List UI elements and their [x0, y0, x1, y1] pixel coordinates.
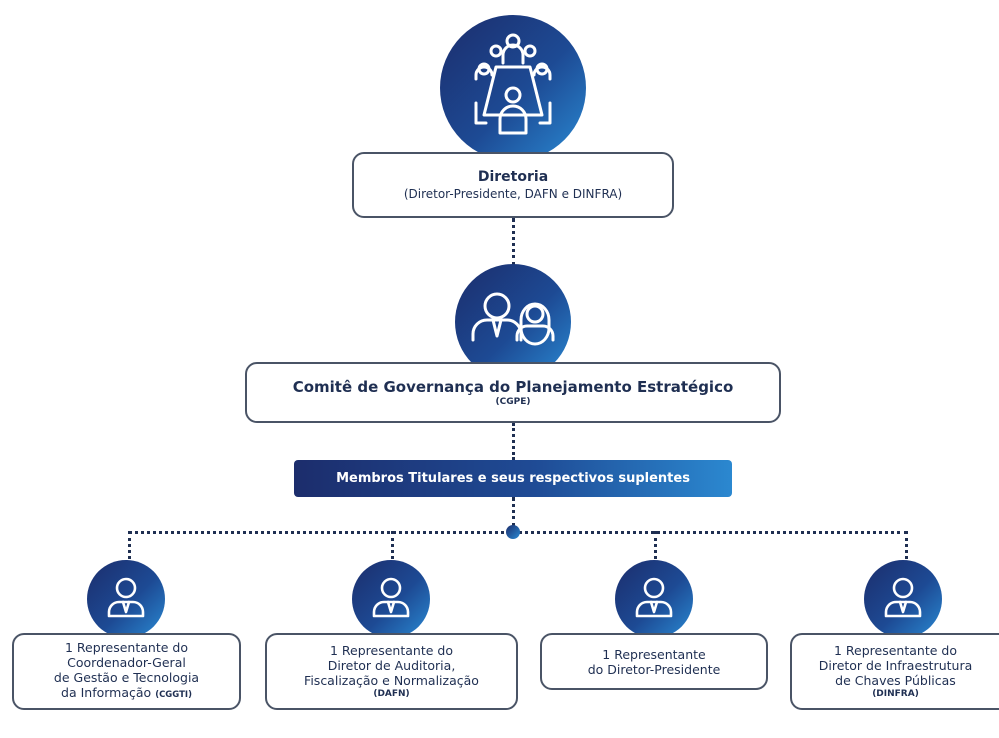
comite-box: Comitê de Governança do Planejamento Est… — [245, 362, 781, 423]
member-abbr: (DINFRA) — [872, 689, 919, 699]
member-abbr: (CGGTI) — [155, 690, 192, 700]
committee-members-icon — [455, 264, 571, 380]
connector-member-1 — [128, 531, 131, 559]
members-banner: Membros Titulares e seus respectivos sup… — [294, 460, 732, 497]
connector-comite-banner — [512, 423, 515, 460]
member-line: da Informação (CGGTI) — [61, 685, 192, 703]
member-line: Coordenador-Geral — [67, 655, 186, 670]
connector-diretoria-comite — [512, 218, 515, 266]
person-icon — [864, 560, 942, 638]
comite-title: Comitê de Governança do Planejamento Est… — [292, 377, 734, 396]
connector-member-2 — [391, 531, 394, 559]
member-line: 1 Representante do — [834, 643, 957, 658]
person-icon — [87, 560, 165, 638]
diretoria-title: Diretoria — [477, 169, 549, 185]
member-box-dafn: 1 Representante do Diretor de Auditoria,… — [265, 633, 518, 710]
member-line-text: da Informação — [61, 685, 152, 700]
member-line: 1 Representante do — [65, 640, 188, 655]
member-line: do Diretor-Presidente — [587, 661, 721, 677]
comite-subtitle: (CGPE) — [495, 396, 531, 407]
person-icon — [352, 560, 430, 638]
member-line: Diretor de Infraestrutura — [818, 658, 973, 673]
connector-member-4 — [905, 531, 908, 559]
member-box-cggti: 1 Representante do Coordenador-Geral de … — [12, 633, 241, 710]
member-line: Diretor de Auditoria, — [327, 658, 456, 673]
member-line: Fiscalização e Normalização — [304, 673, 479, 688]
person-icon — [615, 560, 693, 638]
diretoria-box: Diretoria (Diretor-Presidente, DAFN e DI… — [352, 152, 674, 218]
member-line: 1 Representante — [602, 646, 706, 662]
member-line: 1 Representante do — [330, 643, 453, 658]
diretoria-subtitle: (Diretor-Presidente, DAFN e DINFRA) — [403, 187, 623, 201]
member-box-dinfra: 1 Representante do Diretor de Infraestru… — [790, 633, 999, 710]
board-meeting-icon — [440, 15, 586, 161]
member-abbr: (DAFN) — [373, 689, 410, 699]
connector-member-3 — [654, 531, 657, 559]
member-line: de Gestão e Tecnologia — [53, 670, 200, 685]
member-line: de Chaves Públicas — [835, 673, 956, 688]
junction-dot — [506, 525, 520, 539]
member-box-diretor-presidente: 1 Representante do Diretor-Presidente — [540, 633, 768, 690]
connector-banner-dot — [512, 497, 515, 527]
